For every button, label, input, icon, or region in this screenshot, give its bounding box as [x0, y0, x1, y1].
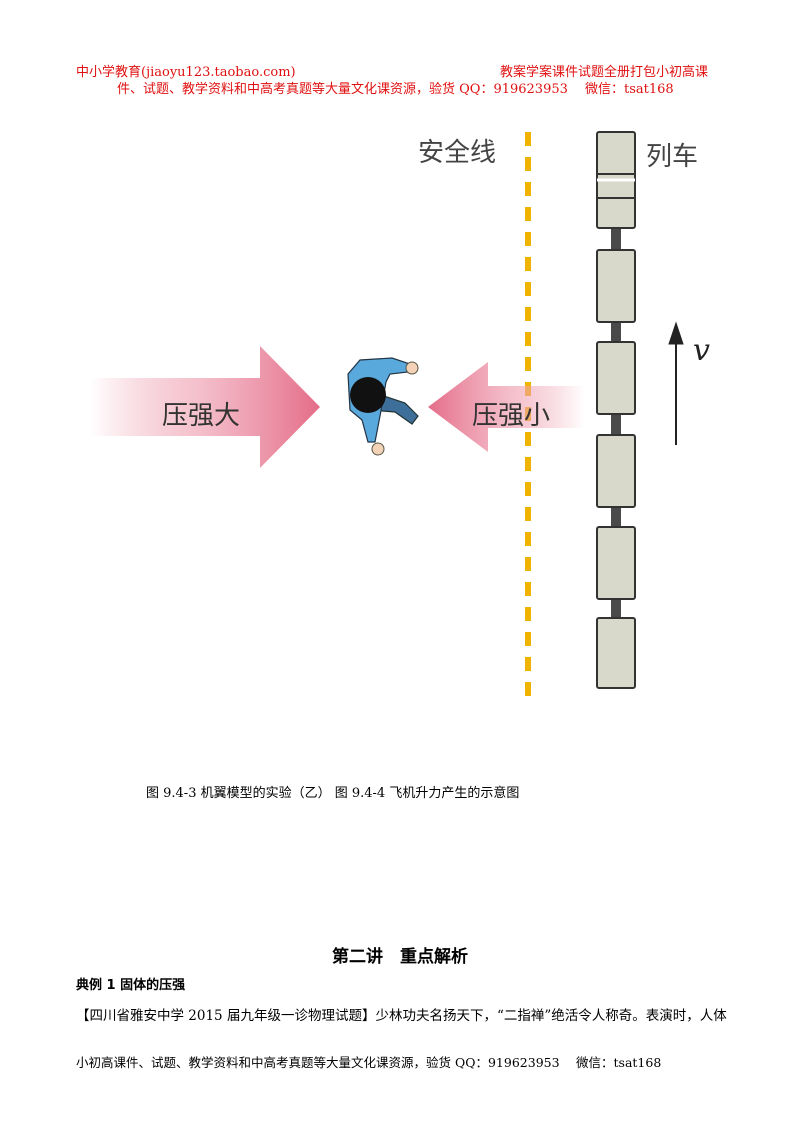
header-second-line: 件、试题、教学资料和中高考真题等大量文化课资源，验货 QQ：919623953 …	[117, 82, 674, 97]
velocity-arrow	[668, 321, 684, 445]
figure-drawing	[90, 131, 684, 705]
example-title: 典例 1 固体的压强	[76, 978, 186, 993]
train	[611, 228, 621, 620]
page-footer: 小初高课件、试题、教学资料和中高考真题等大量文化课资源，验货 QQ：919623…	[76, 1055, 662, 1070]
header-left-text: 中小学教育(jiaoyu123.taobao.com)	[76, 65, 296, 80]
train-cars	[596, 131, 636, 689]
train-label: 列车	[646, 142, 699, 172]
header-right-text: 教案学案课件试题全册打包小初高课	[500, 65, 709, 80]
body-paragraph: 【四川省雅安中学 2015 届九年级一诊物理试题】少林功夫名扬天下，“二指禅”绝…	[76, 1008, 727, 1024]
section-title: 第二讲 重点解析	[332, 947, 468, 967]
figure-caption: 图 9.4-3 机翼模型的实验（乙） 图 9.4-4 飞机升力产生的示意图	[146, 786, 520, 801]
low-pressure-label: 压强小	[472, 401, 551, 431]
safety-line-label: 安全线	[418, 138, 497, 168]
high-pressure-arrow	[90, 346, 320, 468]
velocity-label: v	[693, 333, 710, 368]
train-safety-line-figure: 安全线 列车 压强大 压强小 v	[0, 120, 800, 720]
person-figure	[347, 357, 419, 456]
high-pressure-label: 压强大	[162, 401, 241, 431]
low-pressure-arrow	[428, 362, 585, 452]
